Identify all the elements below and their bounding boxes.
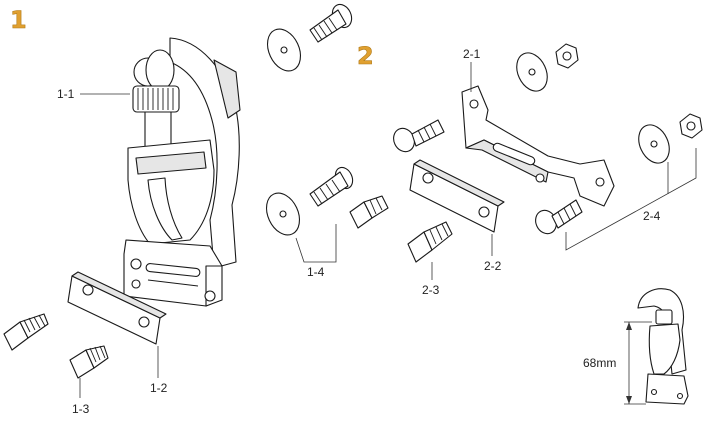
- group-2-number: 2: [357, 42, 374, 70]
- part-label-1-2: 1-2: [150, 381, 168, 395]
- washer-2-top: [516, 52, 548, 92]
- dimension-arrow-bottom: [626, 396, 632, 404]
- group-1-number: 1: [10, 6, 27, 34]
- nut-2-top: [555, 43, 579, 69]
- top-screw: [309, 3, 353, 43]
- leader-2-4-line: [565, 148, 697, 251]
- leader-1-4: [295, 224, 337, 263]
- washer-1-4: [265, 192, 301, 236]
- cap-screw-mid: [349, 195, 389, 229]
- part-label-2-4: 2-4: [643, 209, 661, 223]
- washer-2-4: [638, 124, 670, 164]
- part-label-2-2: 2-2: [484, 259, 502, 273]
- dimension-label: 68mm: [583, 356, 616, 370]
- cap-screw-2-3: [407, 221, 453, 263]
- clamp-body-part: [123, 37, 241, 307]
- bracket-2-1: [461, 85, 615, 207]
- cap-screw-1-3: [69, 345, 109, 379]
- screw-2-4: [535, 199, 583, 235]
- plate-2-2: [409, 159, 505, 233]
- dimension-arrow-top: [626, 322, 632, 330]
- part-label-2-1: 2-1: [463, 47, 481, 61]
- part-label-1-4: 1-4: [307, 265, 325, 279]
- nut-2-4: [679, 113, 703, 139]
- part-label-1-3: 1-3: [72, 402, 90, 416]
- clamp-plate-1-2: [67, 271, 167, 345]
- part-label-1-1: 1-1: [57, 87, 75, 101]
- cap-screw-left: [3, 313, 49, 351]
- part-label-2-3: 2-3: [422, 283, 440, 297]
- screw-1-4: [309, 166, 354, 207]
- assembled-clamp-inset: [637, 288, 689, 405]
- top-washer: [266, 28, 302, 72]
- bracket-screw-top: [393, 119, 445, 153]
